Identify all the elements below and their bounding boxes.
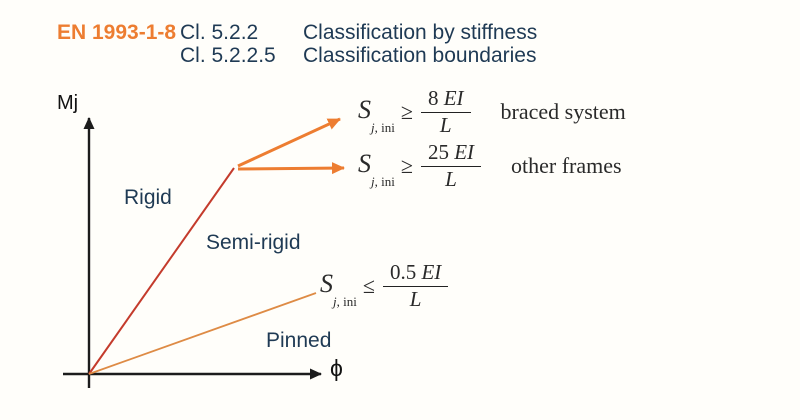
formula-other-frames: Sj, ini ≥ 25 EI L other frames [358,140,622,192]
relation-sign: ≥ [400,99,413,124]
clause-1: Cl. 5.2.2 [180,21,259,44]
clause-2-title: Classification boundaries [303,44,537,67]
region-label-pinned: Pinned [266,329,332,352]
fraction: 8 EI L [420,86,471,137]
denominator: L [439,112,452,137]
pinned-boundary-line [88,292,317,375]
stiffness-symbol: Sj, ini [358,95,395,135]
fraction: 0.5 EI L [382,260,449,311]
region-label-semi-rigid: Semi-rigid [206,231,301,254]
denominator: L [409,286,422,311]
arrow-to-unbraced-formula [237,162,345,175]
formula-note: other frames [511,153,622,178]
x-axis-label: ϕ [330,355,343,381]
relation-sign: ≥ [400,153,413,178]
numerator: 8 EI [420,86,471,113]
relation-sign: ≤ [362,273,375,298]
formula-braced: Sj, ini ≥ 8 EI L braced system [358,86,626,138]
denominator: L [445,166,457,191]
stiffness-symbol: Sj, ini [320,269,357,309]
fraction: 25 EI L [420,140,482,191]
standard-code: EN 1993-1-8 [57,21,177,44]
region-label-rigid: Rigid [124,186,172,209]
arrow-to-braced-formula [237,117,341,168]
clause-1-title: Classification by stiffness [303,21,538,44]
clause-2: Cl. 5.2.2.5 [180,44,276,67]
numerator: 25 EI [420,140,482,167]
stiffness-symbol: Sj, ini [358,149,395,189]
y-axis-label: Mj [57,92,79,114]
numerator: 0.5 EI [382,260,449,287]
rigid-boundary-line [88,167,235,375]
formula-note: braced system [500,99,626,124]
formula-pinned: Sj, ini ≤ 0.5 EI L [320,260,478,312]
